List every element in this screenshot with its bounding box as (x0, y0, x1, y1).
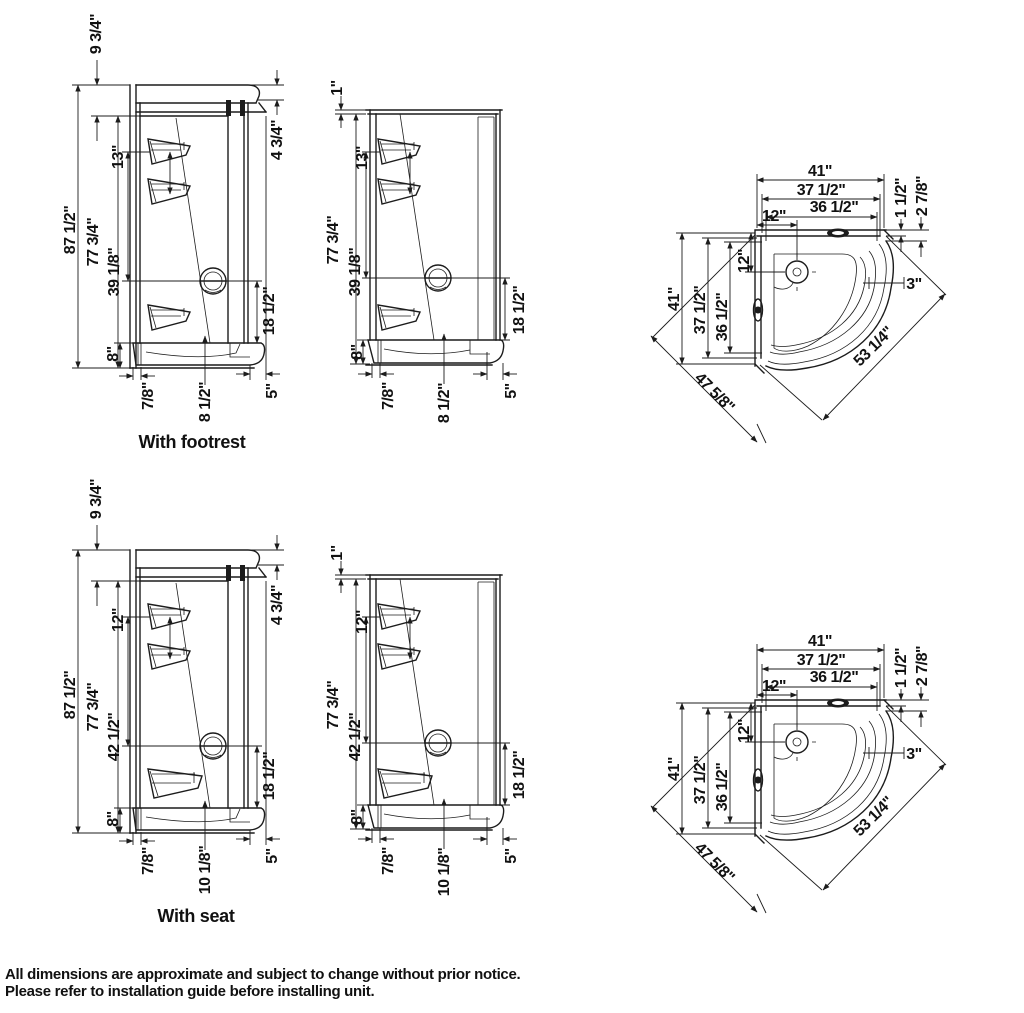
dim-wall-step-1: 1 1/2" (893, 648, 910, 688)
dim-overall-depth: 41" (666, 287, 683, 311)
dim-base-width: 37 1/2" (797, 652, 846, 669)
dim-base-lip: 7/8" (380, 382, 397, 410)
dim-drain-offset-x: 12" (762, 678, 786, 695)
dim-jet-spacing: 12" (110, 608, 127, 632)
dim-jet-spacing: 13" (110, 145, 127, 169)
footer-disclaimer: All dimensions are approximate and subje… (5, 966, 521, 1000)
plan-view-top: 41" 37 1/2" 36 1/2" 12" 1 1/2" 2 7/8" 41… (651, 163, 946, 443)
seat-icon (147, 768, 203, 799)
label-with-seat: With seat (157, 906, 235, 926)
dim-jet-height: 39 1/8" (347, 248, 364, 297)
dim-base-depth: 37 1/2" (692, 756, 709, 805)
dimension-lines (72, 60, 284, 385)
dim-corner-diagonal: 47 5/8" (691, 370, 737, 416)
dim-drain-offset-y: 12" (736, 719, 753, 743)
dim-inner-width: 36 1/2" (810, 199, 859, 216)
dim-cap-height: 4 3/4" (269, 585, 286, 625)
side-view-footrest-flat: 1" 77 3/4" 39 1/8" 13" 8" 7/8" 8 1/2" 5"… (325, 80, 528, 423)
dim-total-height: 87 1/2" (62, 671, 79, 720)
dim-inner-width: 36 1/2" (810, 669, 859, 686)
dim-top-trim: 1" (329, 545, 346, 560)
dim-dome-height: 9 3/4" (88, 14, 105, 54)
dim-cabin-height: 77 3/4" (325, 681, 342, 730)
footer-line-2: Please refer to installation guide befor… (5, 983, 375, 1000)
dim-front-overhang: 5" (264, 848, 281, 863)
dim-cabin-height: 77 3/4" (85, 218, 102, 267)
side-view-seat-dome: 9 3/4" 87 1/2" 77 3/4" 42 1/2" 12" 4 3/4… (62, 479, 286, 894)
dim-knob-height: 18 1/2" (511, 751, 528, 800)
dim-front-overhang: 5" (503, 848, 520, 863)
dim-knob-height: 18 1/2" (261, 752, 278, 801)
dim-overall-width: 41" (808, 163, 832, 180)
dim-corner-diagonal: 47 5/8" (691, 840, 737, 886)
dim-base-lip: 7/8" (380, 847, 397, 875)
dim-jet-spacing: 12" (354, 610, 371, 634)
dim-drain-inset: 10 1/8" (436, 848, 453, 897)
dim-overall-width: 41" (808, 633, 832, 650)
seat-icon (377, 768, 433, 799)
dim-rim-width: 3" (906, 746, 921, 763)
dim-overall-depth: 41" (666, 757, 683, 781)
dim-cabin-height: 77 3/4" (325, 216, 342, 265)
dim-knob-height: 18 1/2" (261, 287, 278, 336)
dim-drain-inset: 10 1/8" (197, 846, 214, 895)
shower-unit-outline (130, 85, 266, 368)
dim-drain-offset-x: 12" (762, 208, 786, 225)
dim-base-height: 8" (105, 346, 122, 361)
dim-jet-height: 42 1/2" (347, 713, 364, 762)
dim-inner-depth: 36 1/2" (714, 763, 731, 812)
shower-unit-outline (130, 550, 266, 833)
dim-base-height: 8" (105, 811, 122, 826)
dim-wall-step-1: 1 1/2" (893, 178, 910, 218)
dim-base-width: 37 1/2" (797, 182, 846, 199)
dim-wall-step-2: 2 7/8" (914, 176, 931, 216)
footrest-icon (377, 304, 421, 331)
shower-unit-outline (366, 110, 504, 365)
dim-dome-height: 9 3/4" (88, 479, 105, 519)
dim-jet-height: 39 1/8" (106, 248, 123, 297)
dim-wall-step-2: 2 7/8" (914, 646, 931, 686)
plan-view-bottom: 41" 37 1/2" 36 1/2" 12" 1 1/2" 2 7/8" 41… (651, 633, 946, 913)
dim-cabin-height: 77 3/4" (85, 683, 102, 732)
label-with-footrest: With footrest (138, 432, 246, 452)
footrest-icon (147, 304, 191, 331)
dim-drain-inset: 8 1/2" (197, 382, 214, 422)
dim-drain-offset-y: 12" (736, 249, 753, 273)
dim-base-height: 8" (349, 809, 366, 824)
dim-top-trim: 1" (329, 80, 346, 95)
dim-front-overhang: 5" (264, 383, 281, 398)
dimension-lines (72, 525, 284, 850)
dim-jet-height: 42 1/2" (106, 713, 123, 762)
dim-base-lip: 7/8" (140, 382, 157, 410)
dim-jet-spacing: 13" (354, 146, 371, 170)
dim-base-depth: 37 1/2" (692, 286, 709, 335)
side-view-footrest-dome: 9 3/4" 87 1/2" 77 3/4" 39 1/8" 13" 4 3/4… (62, 14, 286, 422)
footer-line-1: All dimensions are approximate and subje… (5, 966, 521, 983)
dim-inner-depth: 36 1/2" (714, 293, 731, 342)
dim-rim-width: 3" (906, 276, 921, 293)
dim-knob-height: 18 1/2" (511, 286, 528, 335)
side-view-seat-flat: 1" 77 3/4" 42 1/2" 12" 8" 7/8" 10 1/8" 5… (325, 545, 528, 896)
dim-front-overhang: 5" (503, 383, 520, 398)
dim-cap-height: 4 3/4" (269, 120, 286, 160)
dim-base-height: 8" (349, 344, 366, 359)
dim-total-height: 87 1/2" (62, 206, 79, 255)
dimension-lines (335, 96, 517, 384)
dim-base-lip: 7/8" (140, 847, 157, 875)
dim-drain-inset: 8 1/2" (436, 383, 453, 423)
dimension-lines (335, 561, 517, 849)
